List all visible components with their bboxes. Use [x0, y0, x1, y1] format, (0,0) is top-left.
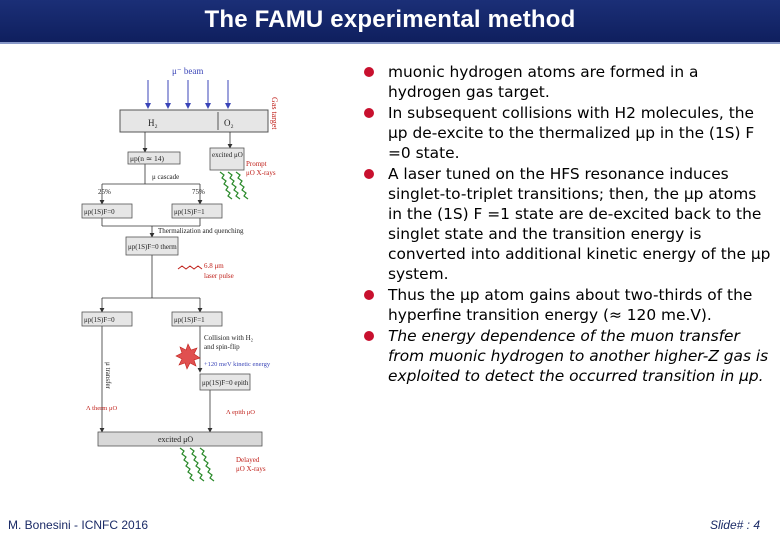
bullet-item: In subsequent collisions with H2 molecul…	[364, 103, 774, 163]
excited-muo-bottom-box	[97, 431, 263, 447]
bullet-item: A laser tuned on the HFS resonance induc…	[364, 164, 774, 284]
formation-box	[127, 151, 181, 165]
f1-label-b: μp(1S)F=1	[174, 316, 205, 324]
footer-author: M. Bonesini - ICNFC 2016	[8, 518, 149, 532]
beam-arrows	[145, 80, 231, 109]
therm-box	[125, 236, 179, 256]
prompt-xrays-label: μO X-rays	[246, 169, 276, 177]
bullet-dot-icon	[364, 108, 374, 118]
bullet-text: In subsequent collisions with H2 molecul…	[388, 104, 755, 162]
delayed-xray-wavy	[179, 447, 215, 482]
bullet-dot-icon	[364, 331, 374, 341]
bullet-list: muonic hydrogen atoms are formed in a hy…	[364, 62, 774, 387]
excited-muo-label: excited μO	[212, 151, 243, 159]
beam-label: μ⁻ beam	[172, 66, 203, 76]
laser-wavelength: 6.8 μm	[204, 262, 224, 270]
pct-75-label: 75%	[192, 188, 205, 196]
f0-box-b	[81, 311, 133, 327]
f1-box-b	[171, 311, 223, 327]
bullet-text: muonic hydrogen atoms are formed in a hy…	[388, 63, 699, 101]
bullet-text: Thus the μp atom gains about two-thirds …	[388, 286, 753, 324]
collision-label-2: and spin-flip	[204, 343, 240, 351]
cascade-label: μ cascade	[152, 173, 179, 181]
slide-title: The FAMU experimental method	[204, 6, 576, 33]
kinetic-energy-label: +120 meV kinetic energy	[204, 361, 271, 368]
f1-box	[171, 203, 223, 219]
prompt-xray-wavy	[219, 171, 249, 200]
f0-label-b: μp(1S)F=0	[84, 316, 115, 324]
collision-label-1: Collision with H₂	[204, 334, 254, 342]
bullet-dot-icon	[364, 169, 374, 179]
o2-label: O₂	[224, 118, 234, 128]
f0-box	[81, 203, 133, 219]
gas-target-label: Gas target	[270, 97, 279, 130]
lambda-therm-label: Λ therm μO	[86, 405, 117, 412]
excited-muo-box	[209, 147, 245, 171]
bullet-dot-icon	[364, 290, 374, 300]
famu-process-diagram: μ⁻ beam Gas target H₂ O₂ μp(n ≃ 14) exci…	[81, 66, 279, 482]
bullet-text: A laser tuned on the HFS resonance induc…	[388, 165, 771, 283]
title-bar: The FAMU experimental method	[0, 0, 780, 44]
excited-muo-bottom-label: excited μO	[158, 435, 193, 444]
gas-target-box	[119, 109, 269, 133]
formation-label: μp(n ≃ 14)	[130, 154, 165, 163]
f1-label: μp(1S)F=1	[174, 208, 205, 216]
mu-transfer-label: μ transfer	[104, 362, 112, 390]
epith-label: μp(1S)F=0 epith	[202, 379, 249, 387]
bullet-item: Thus the μp atom gains about two-thirds …	[364, 285, 774, 325]
therm-label: μp(1S)F=0 therm	[128, 243, 177, 251]
footer-slide-number: Slide# : 4	[709, 518, 760, 532]
bullet-text: The energy dependence of the muon transf…	[388, 327, 769, 385]
epith-box	[199, 373, 251, 391]
lambda-epith-label: Λ epith μO	[226, 409, 255, 416]
bullet-item: muonic hydrogen atoms are formed in a hy…	[364, 62, 774, 102]
delayed-label: Delayed	[236, 456, 260, 464]
f0-label: μp(1S)F=0	[84, 208, 115, 216]
h2-label: H₂	[148, 118, 158, 128]
pct-25-label: 25%	[98, 188, 111, 196]
laser-pulse-label: laser pulse	[204, 272, 234, 280]
laser-wave	[177, 265, 203, 270]
bullet-dot-icon	[364, 67, 374, 77]
prompt-label: Prompt	[246, 160, 267, 168]
collision-star-icon	[175, 343, 201, 370]
thermalization-label: Thermalization and quenching	[158, 227, 244, 235]
delayed-xrays-label: μO X-rays	[236, 465, 266, 473]
bullet-item: The energy dependence of the muon transf…	[364, 326, 774, 386]
